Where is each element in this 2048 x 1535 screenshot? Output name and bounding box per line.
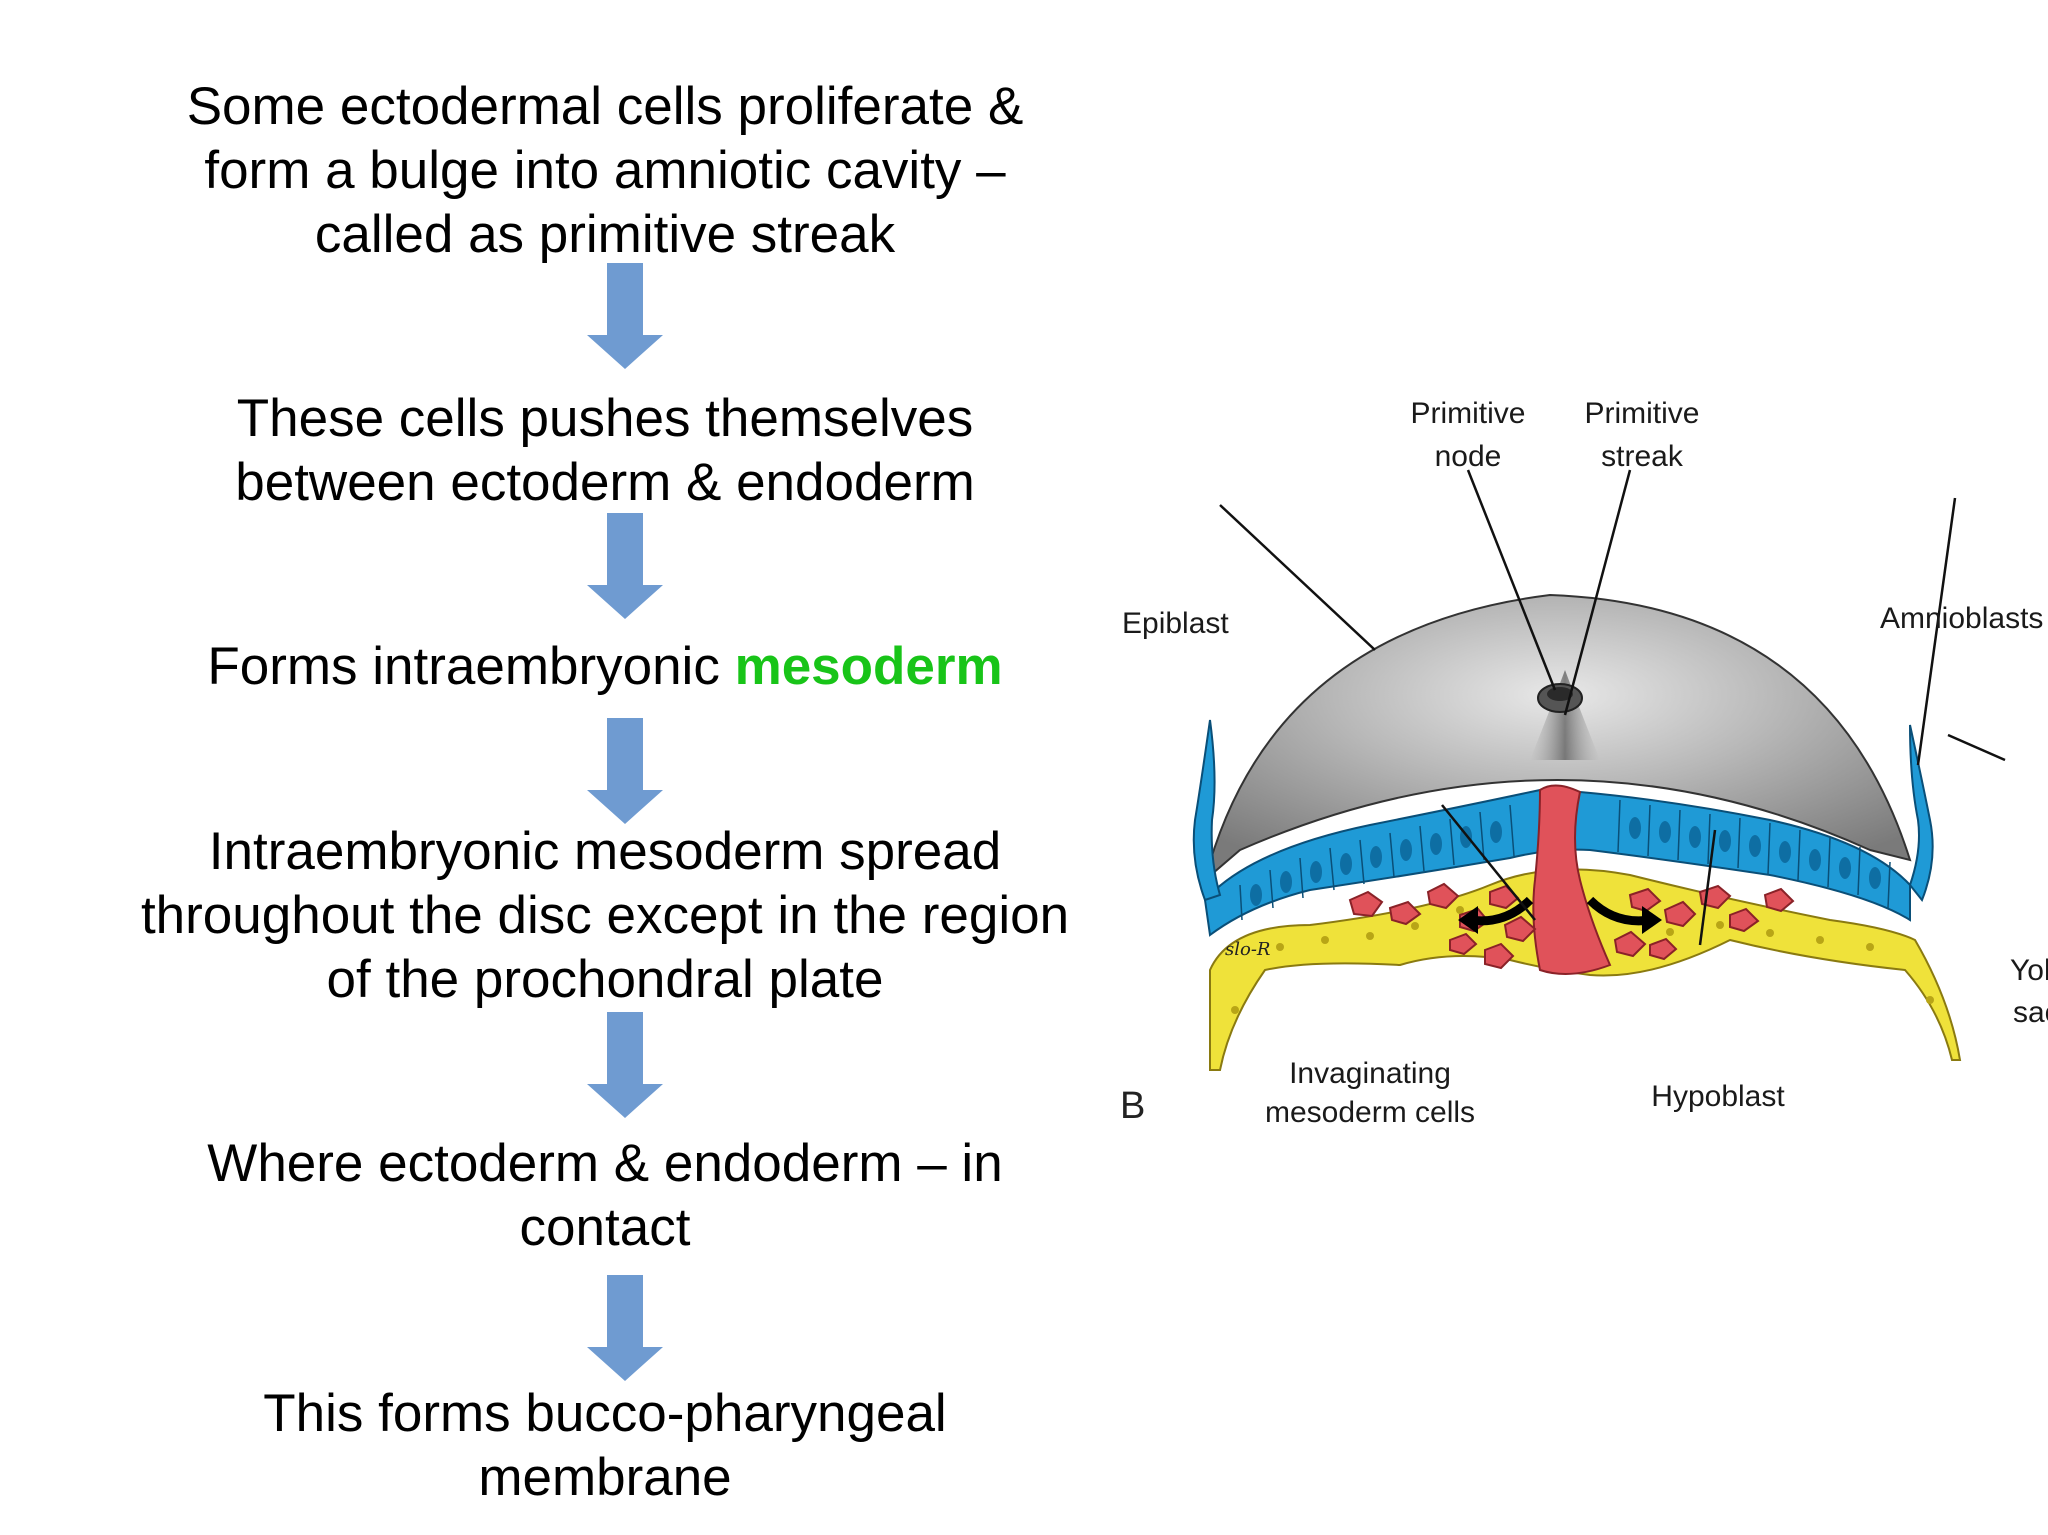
step-6-line-2: membrane [478, 1448, 732, 1507]
label-primitive-streak-line-2: streak [1601, 440, 1684, 473]
epiblast-layer [1203, 786, 1911, 937]
label-hypoblast: Hypoblast [1651, 1080, 1785, 1113]
down-arrow-icon [587, 718, 663, 824]
panel-letter: B [1120, 1085, 1145, 1127]
epiblast-cell-borders [1239, 799, 1891, 921]
flow-step-5: Where ectoderm & endoderm – in contact [90, 1132, 1120, 1260]
step-4-line-3: of the prochondral plate [326, 950, 884, 1009]
hypoblast-cells [1231, 906, 1934, 1014]
step-3-text: Forms intraembryonic [207, 637, 735, 696]
primitive-streak-invagination [1532, 784, 1612, 975]
step-1-line-3: called as primitive streak [314, 205, 896, 264]
label-primitive-streak-line-1: Primitive [1584, 397, 1699, 430]
label-epiblast: Epiblast [1122, 607, 1229, 640]
step-2-line-2: between ectoderm & endoderm [235, 453, 975, 512]
step-5-line-1: Where ectoderm & endoderm – in [207, 1134, 1003, 1193]
flow-step-6: This forms bucco-pharyngeal membrane [90, 1382, 1120, 1510]
step-5-line-2: contact [519, 1198, 691, 1257]
step-4-line-2: throughout the disc except in the region [140, 886, 1070, 945]
epiblast-nuclei [1250, 817, 1881, 906]
mesoderm-highlight: mesoderm [734, 637, 1003, 696]
label-primitive-node-line-1: Primitive [1410, 397, 1525, 430]
step-1-line-2: form a bulge into amniotic cavity – [204, 141, 1006, 200]
step-6-line-1: This forms bucco-pharyngeal [263, 1384, 947, 1443]
label-amnioblasts: Amnioblasts [1880, 602, 2043, 635]
label-invaginating-line-1: Invaginating [1289, 1057, 1451, 1090]
down-arrow-icon [587, 263, 663, 369]
label-invaginating-line-2: mesoderm cells [1265, 1096, 1475, 1129]
step-2-line-1: These cells pushes themselves [236, 389, 974, 448]
artist-signature: slo-R [1225, 939, 1270, 960]
flow-step-3: Forms intraembryonic mesoderm [90, 635, 1120, 699]
amnioblast-strand-left [1192, 719, 1222, 902]
down-arrow-icon [587, 1275, 663, 1381]
down-arrow-icon [587, 513, 663, 619]
label-yolk-sac-line-2: sac [2013, 996, 2048, 1029]
down-arrow-icon [587, 1012, 663, 1118]
leader-lines [1219, 469, 2006, 946]
label-yolk-sac-line-1: Yolk [2010, 954, 2048, 987]
step-1-line-1: Some ectodermal cells proliferate & [186, 77, 1024, 136]
flow-step-1: Some ectodermal cells proliferate & form… [90, 75, 1120, 267]
arrowhead-right [1642, 906, 1662, 934]
flow-step-4: Intraembryonic mesoderm spread throughou… [90, 820, 1120, 1012]
amnioblast-strand-right [1908, 724, 1934, 902]
step-4-line-1: Intraembryonic mesoderm spread [208, 822, 1002, 881]
node-center [1547, 687, 1573, 701]
arrowhead-left [1458, 906, 1478, 934]
flow-step-2: These cells pushes themselves between ec… [90, 387, 1120, 515]
embryo-cross-section-diagram: Primitive node Primitive streak Epiblast… [1120, 397, 2048, 1129]
label-primitive-node-line-2: node [1435, 440, 1502, 473]
